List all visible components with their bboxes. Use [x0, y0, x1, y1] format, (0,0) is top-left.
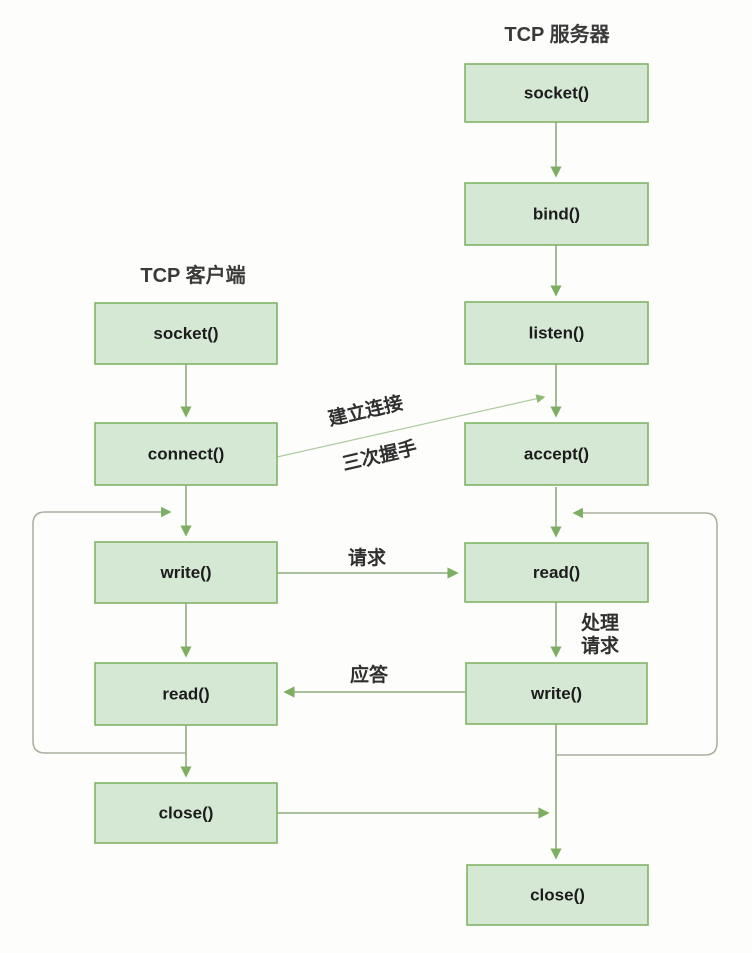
- node-server-close: close(): [466, 864, 649, 926]
- node-label-server-write: write(): [530, 684, 582, 703]
- node-server-socket: socket(): [464, 63, 649, 123]
- edge-handshake-arrow: [276, 394, 546, 458]
- handshake-label-top-line-0: 建立连接: [326, 391, 405, 431]
- node-server-write: write(): [465, 662, 648, 725]
- edge-server-loop: [556, 507, 718, 756]
- node-client-write: write(): [94, 541, 278, 604]
- node-label-server-accept: accept(): [524, 444, 589, 463]
- node-rect-client-socket: [94, 302, 278, 365]
- node-rect-server-accept: [464, 422, 649, 486]
- process-request-label-line-0: 处理: [580, 611, 619, 634]
- node-client-close: close(): [94, 782, 278, 844]
- handshake-label-bottom-line-0: 三次握手: [340, 436, 419, 476]
- node-label-client-write: write(): [160, 563, 212, 582]
- node-rect-server-listen: [464, 301, 649, 365]
- node-label-server-bind: bind(): [533, 204, 580, 223]
- node-label-server-close: close(): [530, 885, 585, 904]
- node-rect-client-close: [94, 782, 278, 844]
- node-label-client-socket: socket(): [153, 324, 218, 343]
- node-server-accept: accept(): [464, 422, 649, 486]
- node-rect-server-socket: [464, 63, 649, 123]
- nodes-layer: socket() connect() write() read() close() soc…: [94, 63, 649, 926]
- client-title: TCP 客户端: [140, 263, 245, 287]
- node-label-server-socket: socket(): [524, 83, 589, 102]
- node-rect-server-bind: [464, 182, 649, 246]
- handshake-label-top: 建立连接: [326, 391, 405, 431]
- node-label-server-listen: listen(): [529, 323, 585, 342]
- request-label-line-0: 请求: [348, 546, 387, 569]
- handshake-label-bottom: 三次握手: [340, 436, 419, 476]
- node-label-client-close: close(): [159, 803, 214, 822]
- process-request-label-line-1: 请求: [581, 634, 620, 657]
- reply-label: 应答: [350, 663, 389, 686]
- node-label-client-connect: connect(): [148, 444, 225, 463]
- edge-client-loop: [32, 506, 186, 754]
- node-label-server-read: read(): [533, 563, 580, 582]
- node-rect-server-read: [464, 542, 649, 603]
- node-rect-server-close: [466, 864, 649, 926]
- node-server-bind: bind(): [464, 182, 649, 246]
- node-label-client-read: read(): [162, 684, 209, 703]
- request-label: 请求: [348, 546, 387, 569]
- node-rect-client-read: [94, 662, 278, 726]
- edges-layer: [32, 122, 718, 860]
- reply-label-line-0: 应答: [350, 663, 389, 686]
- node-server-listen: listen(): [464, 301, 649, 365]
- node-rect-client-connect: [94, 422, 278, 486]
- node-client-socket: socket(): [94, 302, 278, 365]
- node-server-read: read(): [464, 542, 649, 603]
- server-title: TCP 服务器: [504, 22, 610, 46]
- node-client-connect: connect(): [94, 422, 278, 486]
- node-rect-client-write: [94, 541, 278, 604]
- node-rect-server-write: [465, 662, 648, 725]
- node-client-read: read(): [94, 662, 278, 726]
- process-request-label: 处理请求: [580, 611, 620, 657]
